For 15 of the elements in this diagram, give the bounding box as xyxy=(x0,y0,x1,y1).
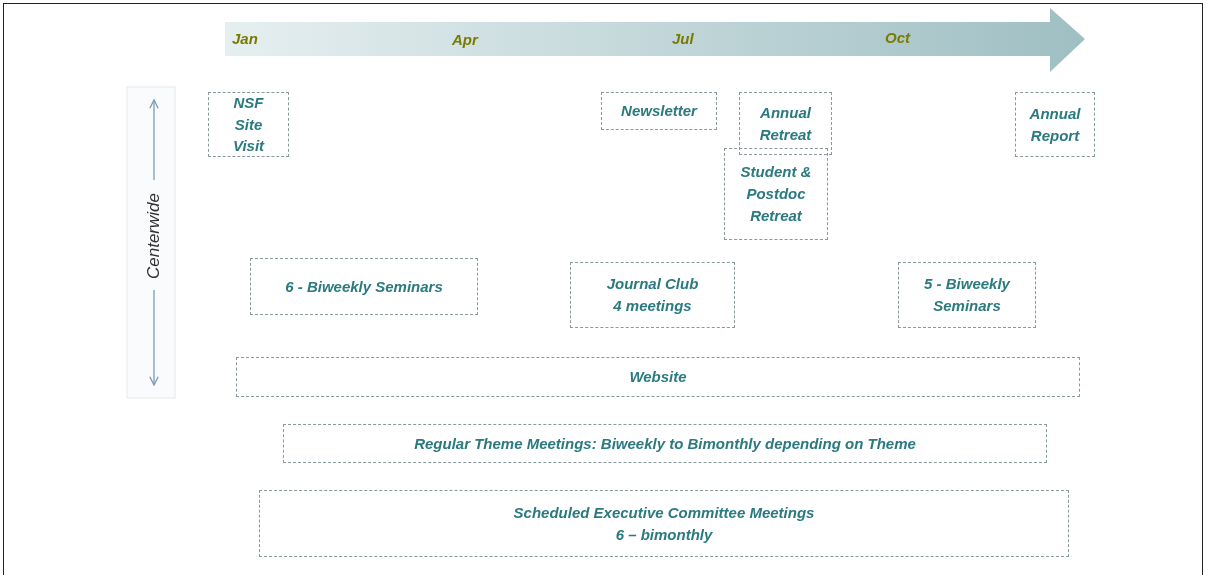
event-box: Student & Postdoc Retreat xyxy=(724,148,828,240)
month-label: Apr xyxy=(452,31,478,48)
event-box: 6 - Biweekly Seminars xyxy=(250,258,478,315)
event-box: Annual Report xyxy=(1015,92,1095,157)
event-box: 5 - Biweekly Seminars xyxy=(898,262,1036,328)
event-box: Annual Retreat xyxy=(739,92,832,155)
event-box: Newsletter xyxy=(601,92,717,130)
event-box: NSF Site Visit xyxy=(208,92,289,157)
month-label: Jul xyxy=(672,30,694,47)
event-box: Regular Theme Meetings: Biweekly to Bimonthly depending on Theme xyxy=(283,424,1047,463)
event-box: Journal Club 4 meetings xyxy=(570,262,735,328)
month-label: Oct xyxy=(885,29,910,46)
event-box: Scheduled Executive Committee Meetings 6 – bimonthly xyxy=(259,490,1069,557)
event-box: Website xyxy=(236,357,1080,397)
month-label: Jan xyxy=(232,30,258,47)
